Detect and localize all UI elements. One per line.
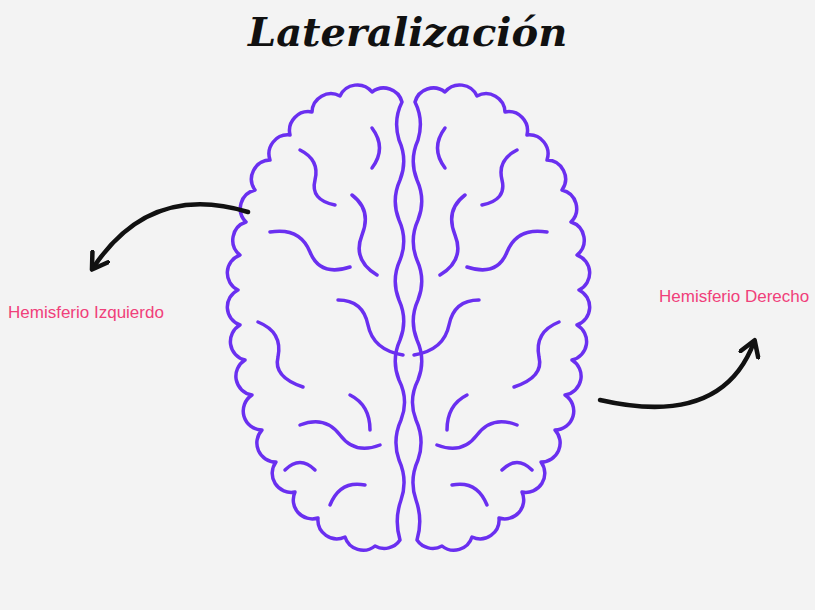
hemisphere-label: Hemisferio Izquierdo (6, 303, 166, 323)
diagram-title: Lateralización (248, 8, 567, 55)
leader-arrow (600, 342, 754, 407)
right-hemisphere (412, 85, 589, 550)
hemisphere-label: Hemisferio Derecho (657, 287, 811, 307)
leader-arrow (93, 204, 248, 268)
left-hemisphere (227, 85, 404, 550)
